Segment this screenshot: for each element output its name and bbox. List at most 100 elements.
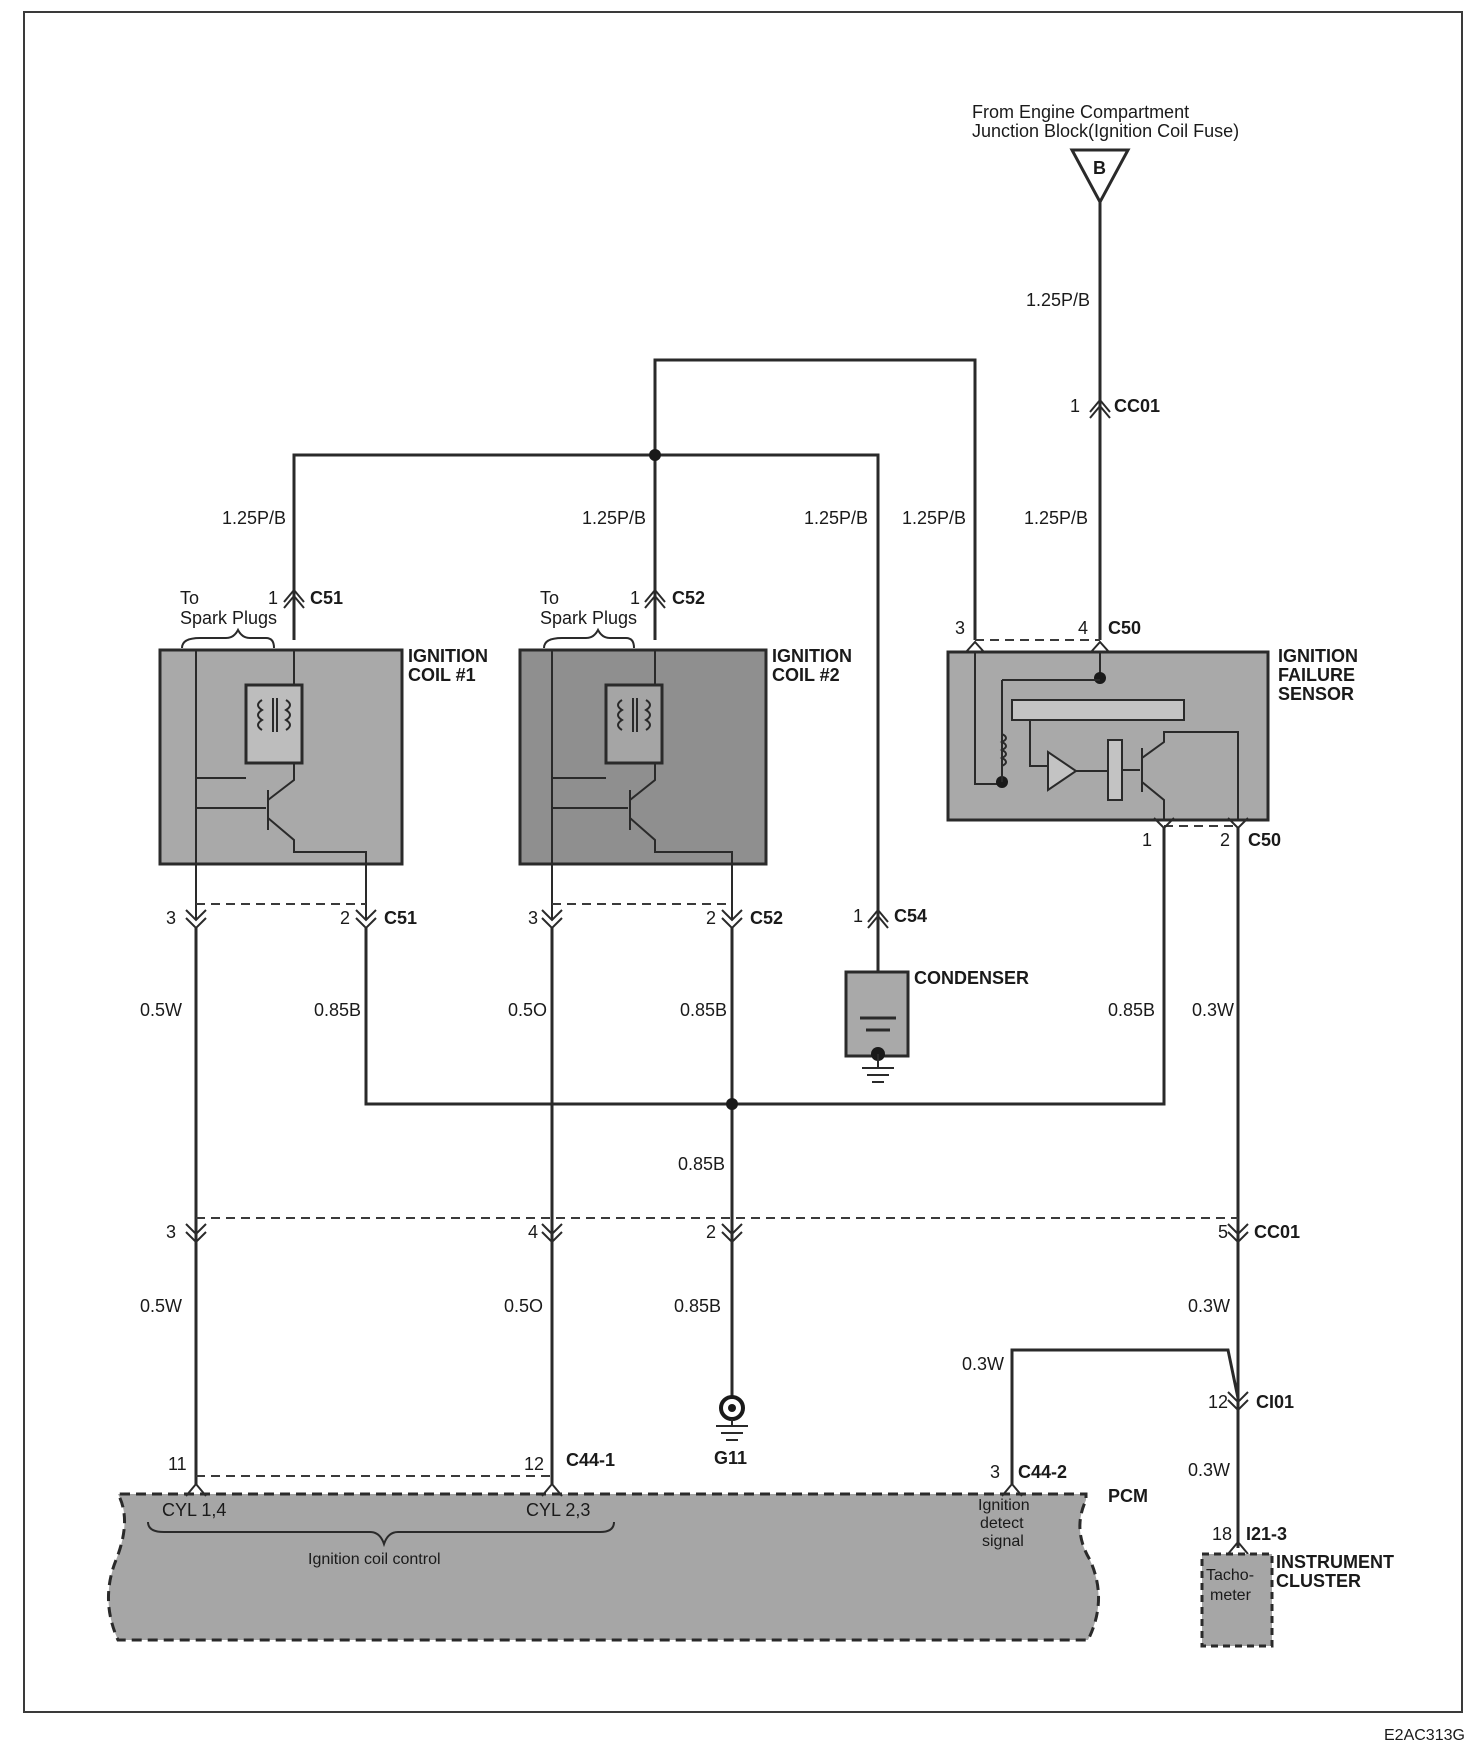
wire-label-feed-top: 1.25P/B [1026, 290, 1090, 310]
source-label-line2: Junction Block(Ignition Coil Fuse) [972, 121, 1239, 141]
coil-control-brace [147, 1521, 615, 1548]
connector-label-c51-top: C51 [310, 588, 343, 608]
connector-label-c44-2: C44-2 [1018, 1462, 1067, 1482]
connector-symbol-c44 [185, 1482, 1249, 1555]
wire-label-tacho-mid: 0.3W [1188, 1296, 1230, 1316]
pin-i21-18: 18 [1212, 1524, 1232, 1544]
coil2-name-line2: COIL #2 [772, 665, 840, 685]
wire-label-condenser-feed: 1.25P/B [804, 508, 868, 528]
pin-cc01-1: 1 [1070, 396, 1080, 416]
connector-label-ci01: CI01 [1256, 1392, 1294, 1412]
condenser-box [844, 970, 910, 1058]
pin-cc01-2: 2 [706, 1222, 716, 1242]
detect-signal-wire [1010, 1348, 1240, 1485]
coil1-to-label: To [180, 588, 199, 608]
pin-c51-3: 3 [166, 908, 176, 928]
pin-c52-1: 1 [630, 588, 640, 608]
connector-label-cc01-bottom: CC01 [1254, 1222, 1300, 1242]
wire-label-tacho-lower: 0.3W [1188, 1460, 1230, 1480]
ground-bus-wire [364, 828, 1166, 1106]
cluster-label-1: INSTRUMENT [1276, 1552, 1394, 1572]
wire-label-c52-pin2: 0.85B [680, 1000, 727, 1020]
coil2-internal-circuit-icon [551, 650, 733, 920]
connector-symbol-cc01-bottom [185, 1223, 1249, 1244]
diagram-frame [23, 11, 1463, 1713]
pin-c54-1: 1 [853, 906, 863, 926]
coil1-name-line2: COIL #1 [408, 665, 476, 685]
sensor-name-line1: IGNITION [1278, 646, 1358, 666]
pcm-detect-label-1: Ignition [978, 1497, 1030, 1514]
pcm-label: PCM [1108, 1486, 1148, 1506]
tachometer-label-1: Tacho- [1206, 1567, 1254, 1584]
coil2-to-label: To [540, 588, 559, 608]
wire-label-cyl14-upper: 0.5W [140, 1000, 182, 1020]
upper-bus-wire [292, 453, 880, 960]
connector-symbol-ci01 [1227, 1391, 1249, 1412]
sensor-internal-circuit-icon [974, 652, 1239, 820]
pin-c50-4: 4 [1078, 618, 1088, 638]
connector-label-c50-top: C50 [1108, 618, 1141, 638]
connector-label-c54: C54 [894, 906, 927, 926]
figure-code: E2AC313G [1384, 1727, 1465, 1744]
pin-c44-3: 3 [990, 1462, 1000, 1482]
pin-c51-2: 2 [340, 908, 350, 928]
ground-label-g11: G11 [714, 1448, 747, 1468]
pin-c50-3: 3 [955, 618, 965, 638]
wire-label-cyl23-upper: 0.5O [508, 1000, 547, 1020]
wire-label-sensor-pin1: 0.85B [1108, 1000, 1155, 1020]
wire-label-ground-mid: 0.85B [678, 1154, 725, 1174]
sensor-name-line3: SENSOR [1278, 684, 1354, 704]
connector-label-c52-top: C52 [672, 588, 705, 608]
connector-label-c50-bottom: C50 [1248, 830, 1281, 850]
cluster-label-2: CLUSTER [1276, 1571, 1361, 1591]
wire-label-coil1-feed: 1.25P/B [222, 508, 286, 528]
sensor-pin3-loop-wire [653, 358, 977, 640]
splice-dot-ground [726, 1098, 738, 1110]
pcm-detect-label-3: signal [982, 1533, 1024, 1550]
wire-label-cyl23-lower: 0.5O [504, 1296, 543, 1316]
pin-c51-1: 1 [268, 588, 278, 608]
wire-label-coil2-feed: 1.25P/B [582, 508, 646, 528]
pin-cc01-3: 3 [166, 1222, 176, 1242]
connector-label-c51-bottom: C51 [384, 908, 417, 928]
pcm-detect-label-2: detect [980, 1515, 1024, 1532]
wire-label-detect: 0.3W [962, 1354, 1004, 1374]
connector-symbol-c54 [867, 908, 889, 929]
splice-dot-upper [649, 449, 661, 461]
pin-c50-1: 1 [1142, 830, 1152, 850]
coil1-internal-circuit-icon [195, 650, 367, 920]
wire-label-sensor-pin2: 0.3W [1192, 1000, 1234, 1020]
connector-symbol-c51-top [283, 588, 305, 609]
pin-c50-2: 2 [1220, 830, 1230, 850]
pin-ci01-12: 12 [1208, 1392, 1228, 1412]
connector-label-c52-bottom: C52 [750, 908, 783, 928]
pin-c44-11: 11 [168, 1454, 187, 1474]
pcm-box [107, 1492, 1100, 1642]
source-label-line1: From Engine Compartment [972, 102, 1189, 122]
wire-label-c51-pin2: 0.85B [314, 1000, 361, 1020]
coil2-spark-plugs-label: Spark Plugs [540, 608, 637, 628]
pin-cc01-5: 5 [1218, 1222, 1228, 1242]
fuse-triangle-icon [1069, 148, 1131, 206]
tachometer-label-2: meter [1210, 1587, 1252, 1604]
connector-symbol-c50-top [965, 640, 1110, 653]
wire-label-sensor-pin4: 1.25P/B [1024, 508, 1088, 528]
coil2-name-line1: IGNITION [772, 646, 852, 666]
coil1-brace [181, 627, 275, 649]
wire-label-sensor-pin3: 1.25P/B [902, 508, 966, 528]
instrument-cluster-box [1200, 1552, 1274, 1648]
coil2-brace [543, 627, 635, 649]
pin-c52-3: 3 [528, 908, 538, 928]
pin-c44-12: 12 [524, 1454, 544, 1474]
coil1-name-line1: IGNITION [408, 646, 488, 666]
capacitor-icon [860, 1016, 896, 1083]
condenser-label: CONDENSER [914, 968, 1029, 988]
ground-g11-icon [716, 1395, 748, 1441]
wire-label-cyl14-lower: 0.5W [140, 1296, 182, 1316]
pin-cc01-4: 4 [528, 1222, 538, 1242]
connector-symbol-c52-top [644, 588, 666, 609]
connector-label-i21-3: I21-3 [1246, 1524, 1287, 1544]
pcm-cyl23-label: CYL 2,3 [526, 1500, 590, 1520]
pin-c52-2: 2 [706, 908, 716, 928]
